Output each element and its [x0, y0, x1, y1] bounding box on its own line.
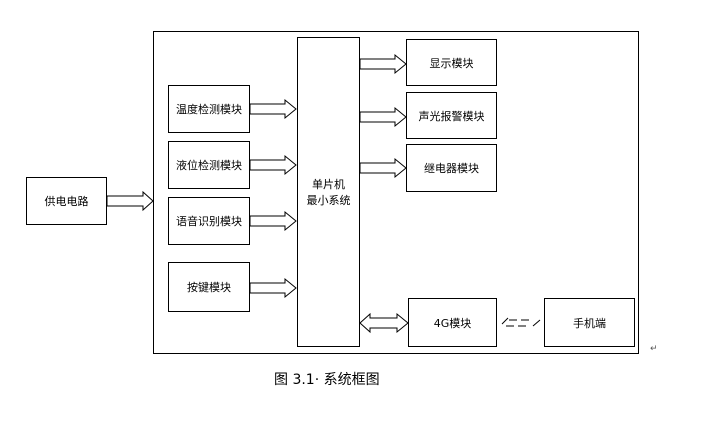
sound-light-alarm-module-label: 声光报警模块	[418, 109, 485, 123]
relay-module-box: 继电器模块	[406, 144, 497, 192]
mcu-box: 单片机 最小系统	[297, 37, 360, 347]
4g-module-box: 4G模块	[408, 298, 497, 347]
figure-caption: 图 3.1· 系统框图	[274, 372, 380, 388]
key-module-label: 按键模块	[187, 281, 231, 294]
arrow-key-to-mcu	[249, 277, 297, 299]
arrow-voice-to-mcu	[249, 210, 297, 232]
4g-module-label: 4G模块	[433, 316, 472, 330]
liquid-level-module-box: 液位检测模块	[168, 141, 250, 189]
paragraph-mark: ↵	[650, 344, 658, 354]
arrow-mcu-4g-bidirectional	[359, 312, 409, 334]
arrow-mcu-to-display	[359, 53, 407, 75]
mcu-label-line1: 单片机	[312, 178, 345, 191]
voice-recognition-module-label: 语音识别模块	[176, 215, 242, 228]
wireless-link	[501, 317, 541, 327]
power-supply-box: 供电电路	[26, 177, 107, 225]
mcu-label-line2: 最小系统	[306, 194, 351, 207]
display-module-box: 显示模块	[406, 39, 497, 86]
arrow-mcu-to-relay	[359, 157, 407, 179]
power-supply-label: 供电电路	[44, 195, 89, 208]
arrow-power-to-system	[106, 190, 154, 212]
arrow-mcu-to-alarm	[359, 106, 407, 128]
mobile-phone-box: 手机端	[544, 298, 635, 347]
mobile-phone-label: 手机端	[573, 316, 606, 330]
display-module-label: 显示模块	[429, 56, 474, 70]
sound-light-alarm-module-box: 声光报警模块	[406, 92, 497, 139]
liquid-level-module-label: 液位检测模块	[176, 159, 242, 172]
arrow-liquid-level-to-mcu	[249, 154, 297, 176]
system-frame	[153, 31, 639, 354]
temperature-module-box: 温度检测模块	[168, 85, 250, 133]
temperature-module-label: 温度检测模块	[176, 103, 242, 116]
relay-module-label: 继电器模块	[424, 162, 479, 175]
arrow-temperature-to-mcu	[249, 98, 297, 120]
